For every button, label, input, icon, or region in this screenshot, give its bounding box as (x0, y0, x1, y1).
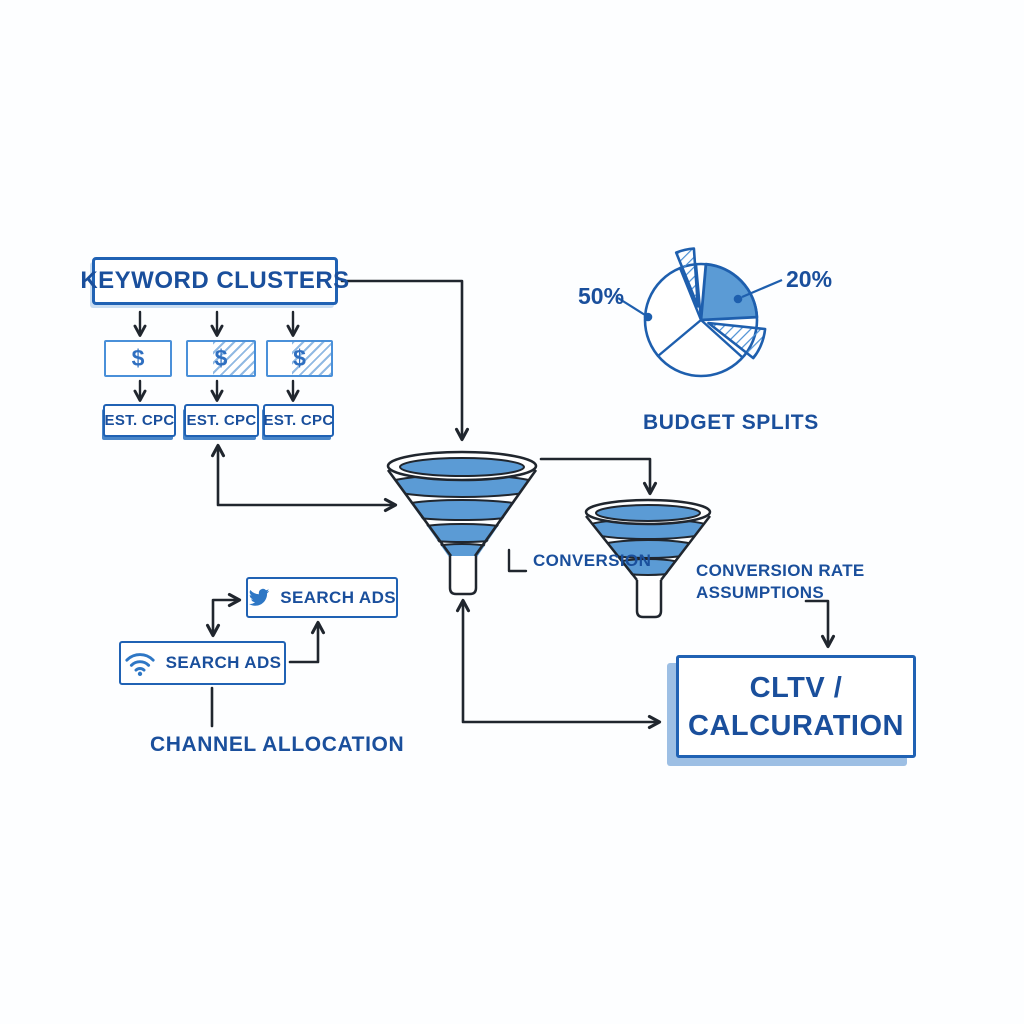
conversion-label: CONVERSION (533, 551, 652, 570)
pie-slice-solid-blue (699, 262, 759, 322)
arrows-keyword-to-dollar (133, 310, 300, 337)
dollar-symbol: $ (214, 345, 228, 371)
pie-slice-hatched-top (674, 247, 700, 308)
funnel-small (584, 498, 712, 619)
budget-pie-chart (617, 247, 783, 378)
pie-label-20: 20% (786, 266, 833, 292)
est-cpc-box-1: EST. CPC (103, 404, 176, 437)
dollar-box-2: $ (186, 340, 256, 377)
est-cpc-label: EST. CPC (263, 412, 334, 429)
dollar-symbol: $ (293, 345, 306, 371)
arrow-keyword-to-funnel (340, 279, 470, 442)
pie-leader-lines (617, 278, 783, 322)
dollar-symbol: $ (131, 345, 145, 371)
wifi-icon (124, 653, 155, 677)
cltv-line2: CALCURATION (688, 709, 904, 742)
arrow-wifi-to-twitter-bottom (288, 620, 326, 664)
keyword-clusters-box: KEYWORD CLUSTERS (80, 257, 349, 305)
keyword-clusters-label: KEYWORD CLUSTERS (80, 267, 350, 294)
assumptions-line: ASSUMPTIONS (696, 583, 824, 602)
est-cpc-box-2: EST. CPC (184, 404, 259, 437)
est-cpc-label: EST. CPC (104, 412, 175, 429)
hatch-texture (213, 342, 254, 375)
funnel-large (386, 450, 538, 596)
conversion-rate-line: CONVERSION RATE (696, 561, 865, 580)
arrow-funnel-to-funnel (539, 457, 658, 496)
arrows-dollar-to-estcpc (133, 379, 300, 402)
search-ads-bottom-label: SEARCH ADS (165, 653, 282, 672)
arrow-wifi-to-twitter-left (205, 592, 242, 638)
search-ads-bottom-box: SEARCH ADS (119, 641, 286, 685)
conversion-rate-assumptions-label: CONVERSION RATE ASSUMPTIONS (696, 560, 865, 604)
flow-arrows-layer (133, 279, 836, 730)
cltv-line1: CLTV / (749, 671, 843, 704)
est-cpc-label: EST. CPC (186, 412, 257, 429)
arrow-assumptions-to-cltv (804, 599, 836, 649)
dollar-box-1: $ (104, 340, 172, 377)
pie-slice-hatched-right (707, 321, 767, 360)
arrow-funnel-to-cltv (455, 598, 662, 730)
est-cpc-box-3: EST. CPC (263, 404, 334, 437)
search-ads-top-label: SEARCH ADS (280, 587, 396, 607)
cltv-calculation-box: CLTV / CALCURATION (676, 655, 916, 758)
dollar-box-3: $ (266, 340, 333, 377)
search-ads-top-box: SEARCH ADS (246, 577, 398, 618)
funnel-small-spout (635, 580, 663, 619)
hatch-texture (291, 342, 331, 375)
twitter-bird-icon (248, 588, 270, 606)
arrow-estcpc-to-funnel (210, 443, 398, 513)
pie-label-50: 50% (578, 283, 625, 309)
budget-splits-title: BUDGET SPLITS (643, 411, 819, 434)
conversion-label-bracket (507, 548, 528, 573)
channel-allocation-title: CHANNEL ALLOCATION (150, 733, 405, 756)
funnel-large-spout (448, 556, 478, 596)
